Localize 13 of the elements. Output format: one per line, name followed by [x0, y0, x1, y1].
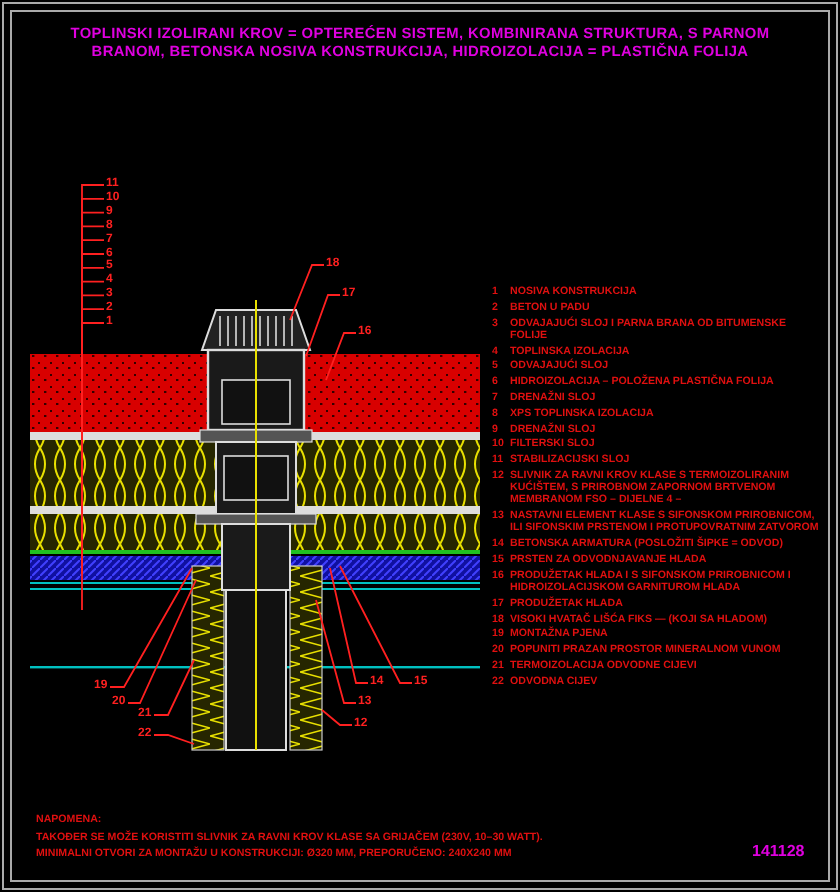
leader-line	[81, 322, 105, 611]
leader-line	[305, 294, 341, 357]
leader-line	[339, 565, 413, 684]
leader-line	[153, 659, 195, 716]
leader-line	[289, 264, 325, 321]
leader-line	[127, 579, 197, 704]
leader-line	[321, 709, 353, 726]
leader-line	[153, 734, 195, 745]
drawing-number: 141128	[752, 842, 805, 860]
leader-line	[325, 332, 357, 381]
leader-line	[329, 567, 369, 684]
leader-line	[109, 567, 193, 688]
leader-line	[315, 599, 357, 704]
